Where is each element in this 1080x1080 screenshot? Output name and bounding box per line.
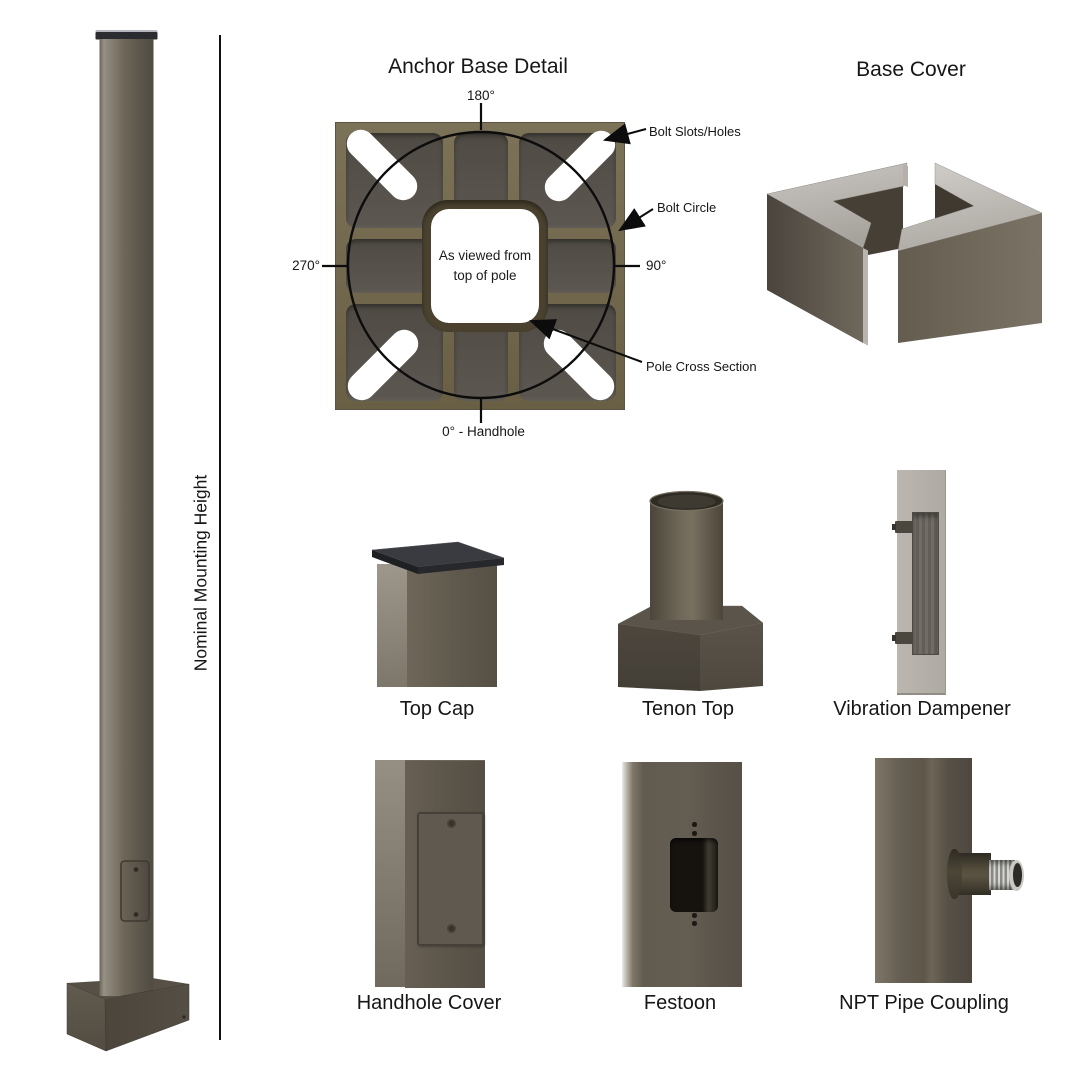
- festoon-hole: [692, 831, 697, 836]
- festoon-opening: [670, 838, 718, 912]
- callout-pole-cross-section: Pole Cross Section: [646, 359, 757, 374]
- angle-label-0-handhole: 0° - Handhole: [442, 424, 525, 439]
- view-note-line1: As viewed from: [438, 248, 532, 264]
- handhole-screw: [446, 923, 456, 933]
- dampener-bracket: [895, 521, 913, 533]
- label-npt-pipe-coupling: NPT Pipe Coupling: [839, 992, 1009, 1014]
- top-cap-side-face: [377, 564, 407, 687]
- angle-label-90: 90°: [646, 258, 667, 273]
- angle-label-180: 180°: [467, 88, 495, 103]
- base-cover-title: Base Cover: [856, 58, 966, 81]
- vibration-dampener-bar: [912, 512, 939, 655]
- anchor-base-plate: As viewed from top of pole: [335, 122, 625, 410]
- dampener-bolt: [892, 524, 896, 530]
- festoon-hole: [692, 822, 697, 827]
- handhole-screw: [446, 818, 456, 828]
- angle-label-270: 270°: [292, 258, 320, 273]
- label-handhole-cover: Handhole Cover: [356, 992, 502, 1014]
- view-note-line2: top of pole: [453, 268, 517, 283]
- callout-bolt-circle: Bolt Circle: [657, 200, 717, 215]
- base-cover-illustration: [766, 162, 1043, 346]
- dampener-bolt: [892, 635, 896, 641]
- label-top-cap: Top Cap: [399, 698, 475, 720]
- pole-handhole: [120, 860, 150, 922]
- anchor-base-title: Anchor Base Detail: [388, 55, 568, 78]
- pole-cross-section-hole: As viewed from top of pole: [431, 209, 539, 323]
- label-festoon: Festoon: [643, 992, 717, 1014]
- dampener-bracket: [895, 632, 913, 644]
- top-cap-front-face: [407, 563, 497, 687]
- handhole-pole-side-face: [375, 760, 405, 987]
- tenon-top-illustration: [617, 490, 764, 691]
- main-pole: [66, 30, 190, 1052]
- label-tenon-top: Tenon Top: [642, 698, 734, 720]
- npt-coupling-flange: [947, 849, 962, 899]
- festoon-hole: [692, 921, 697, 926]
- callout-bolt-slots: Bolt Slots/Holes: [649, 124, 741, 139]
- mounting-height-label: Nominal Mounting Height: [190, 474, 211, 672]
- pole-base-box: [66, 982, 107, 1052]
- label-vibration-dampener: Vibration Dampener: [833, 698, 1011, 720]
- festoon-hole: [692, 913, 697, 918]
- mounting-height-dimension-line: [219, 35, 221, 1040]
- npt-coupling-bore: [1012, 863, 1022, 887]
